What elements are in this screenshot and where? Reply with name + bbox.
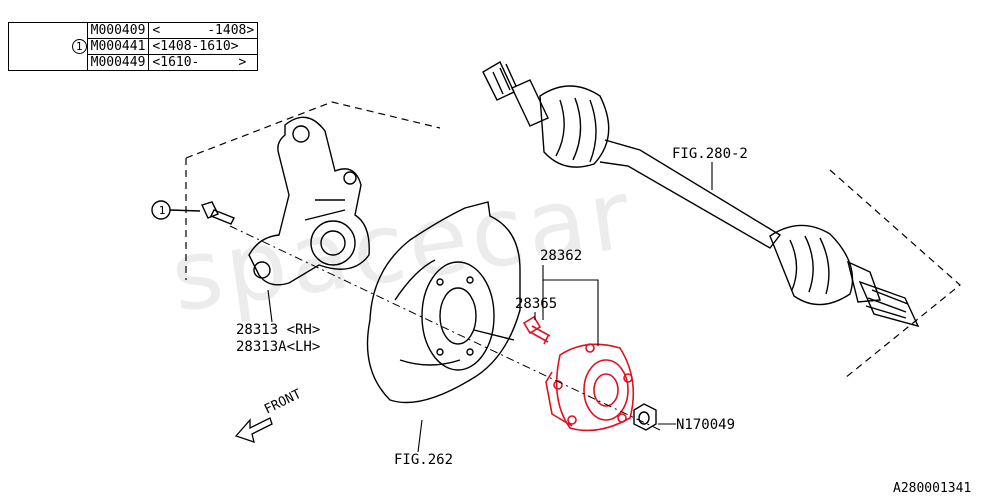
hub-bolt <box>522 315 551 345</box>
code-cell: M000449 <box>86 54 150 71</box>
nut-label: N170049 <box>676 417 736 433</box>
hub-nut <box>633 403 657 431</box>
table-row: M000449 <1610- > <box>9 54 259 71</box>
drive-shaft <box>482 61 920 328</box>
code-cell: M000409 <box>86 22 150 39</box>
leader-lines <box>267 162 713 453</box>
hub-bolt-label: 28365 <box>515 296 558 312</box>
circled-marker: 1 <box>71 39 87 54</box>
assembly-axis <box>229 225 661 431</box>
code-cell: M000441 <box>86 38 150 55</box>
hub-assembly-label: 28362 <box>540 248 583 264</box>
front-arrow-icon <box>234 417 273 443</box>
table-row: 1 M000409 < -1408> <box>8 22 259 71</box>
steering-knuckle <box>248 116 370 286</box>
bolt-marker-label: 1 <box>158 204 166 217</box>
backing-plate-ref-label: FIG.262 <box>394 452 454 468</box>
range-cell: <1408-1610> <box>148 38 259 55</box>
knuckle-lh-label: 28313A<LH> <box>236 339 321 355</box>
table-row: M000441 <1408-1610> <box>9 38 259 55</box>
range-cell: <1610- > <box>148 54 259 71</box>
knuckle-rh-label: 28313 <RH> <box>236 322 321 338</box>
drive-shaft-ref-label: FIG.280-2 <box>672 146 748 162</box>
knuckle-bolt <box>151 200 235 225</box>
hub-bearing-assembly <box>545 343 635 432</box>
marker-cell: 1 <box>8 22 88 71</box>
range-cell: < -1408> <box>148 22 259 39</box>
assembly-boundary <box>185 101 961 379</box>
diagram-id: A280001341 <box>893 481 972 496</box>
applicability-table: 1 M000409 < -1408> M000441 <1408-1610> M… <box>8 22 259 71</box>
backing-plate <box>366 201 521 404</box>
